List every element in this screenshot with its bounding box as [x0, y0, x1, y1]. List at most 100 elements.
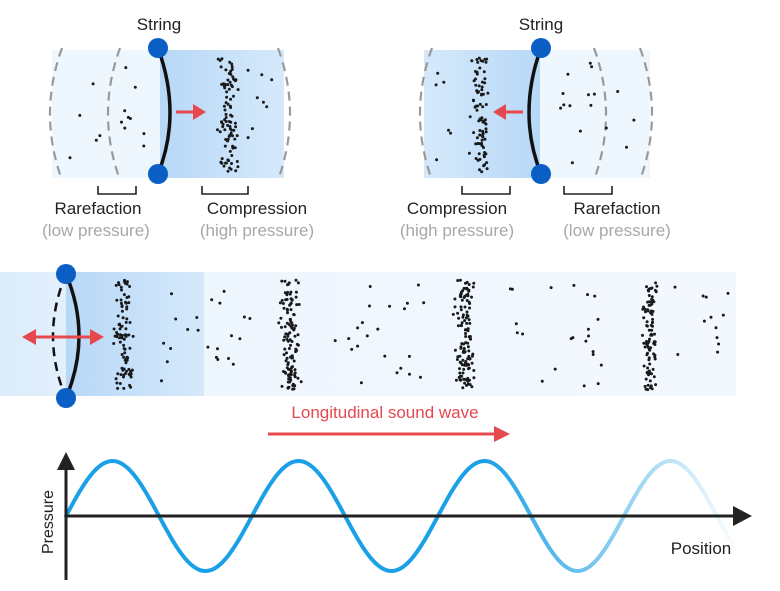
particle-dot	[474, 157, 478, 160]
particle-dot	[225, 90, 229, 94]
particle-dot	[280, 299, 284, 302]
particle-dot	[653, 343, 657, 346]
particle-dot	[476, 142, 480, 145]
particle-dot	[646, 309, 650, 313]
particle-dot	[478, 129, 482, 132]
particle-dot	[416, 283, 420, 287]
particle-dot	[572, 283, 576, 287]
particle-dot	[133, 85, 137, 89]
particle-dot	[289, 290, 293, 294]
particle-dot	[226, 169, 230, 173]
particle-dot	[472, 369, 476, 372]
particle-dot	[283, 279, 287, 283]
particle-dot	[589, 103, 593, 107]
particle-dot	[447, 128, 450, 132]
particle-dot	[591, 350, 595, 354]
particle-dot	[91, 82, 95, 86]
particle-dot	[120, 304, 124, 308]
particle-dot	[125, 317, 129, 321]
particle-dot	[460, 321, 464, 325]
particle-dot	[480, 85, 484, 89]
particle-dot	[470, 354, 474, 358]
particle-dot	[290, 366, 294, 369]
particle-dot	[119, 373, 123, 377]
particle-dot	[125, 369, 128, 373]
particle-dot	[218, 301, 222, 305]
particle-dot	[120, 333, 124, 337]
particle-dot	[294, 324, 298, 328]
particle-dot	[225, 95, 229, 99]
y-axis-arrowhead	[57, 452, 75, 470]
particle-dot	[463, 328, 467, 332]
particle-dot	[459, 374, 462, 378]
wavefront-right-1	[418, 47, 434, 181]
particle-dot	[287, 347, 291, 350]
particle-dot	[283, 347, 287, 351]
wavefront-left-1	[48, 47, 64, 181]
particle-dot	[463, 381, 467, 385]
particle-dot	[480, 141, 483, 145]
particle-dot	[356, 326, 360, 330]
particle-dot	[289, 343, 292, 347]
particle-dot	[480, 116, 484, 120]
particle-dot	[480, 138, 484, 142]
particle-dot	[124, 333, 128, 337]
particle-dot	[196, 328, 200, 332]
particle-dot	[229, 83, 233, 87]
particle-dot	[294, 347, 298, 351]
particle-dot	[483, 118, 487, 122]
particle-dot	[229, 97, 233, 101]
particle-dot	[715, 336, 719, 340]
particle-dot	[129, 385, 133, 389]
particle-dot	[294, 350, 298, 354]
particle-dot	[230, 67, 234, 71]
particle-dot	[255, 96, 259, 100]
particle-dot	[228, 60, 232, 64]
particle-dot	[290, 369, 293, 373]
particle-dot	[347, 337, 351, 341]
string-label: String	[519, 15, 563, 34]
particle-dot	[645, 353, 649, 357]
rarefaction-sub: (low pressure)	[42, 221, 150, 240]
particle-dot	[650, 328, 654, 332]
particle-dot	[228, 149, 232, 153]
particle-dot	[226, 102, 230, 106]
string-line	[156, 47, 172, 175]
tube-compression-right	[424, 50, 540, 178]
particle-dot	[127, 295, 131, 299]
particle-dot	[165, 360, 169, 364]
particle-dot	[120, 120, 123, 124]
particle-dot	[561, 92, 565, 95]
particle-dot	[280, 384, 284, 388]
particle-dot	[112, 327, 116, 331]
particle-dot	[449, 131, 452, 135]
particle-dot	[616, 90, 620, 93]
particle-dot	[289, 297, 293, 301]
particle-dot	[408, 372, 411, 376]
string-node-top	[531, 38, 551, 58]
particle-dot	[286, 332, 290, 336]
particle-dot	[294, 295, 298, 299]
particle-dot	[702, 319, 706, 323]
particle-dot	[466, 379, 470, 383]
particle-dot	[296, 333, 300, 337]
particle-dot	[228, 80, 232, 84]
particle-dot	[481, 132, 485, 136]
particle-dot	[231, 75, 235, 79]
particle-dot	[122, 347, 126, 351]
particle-dot	[645, 370, 649, 374]
particle-dot	[295, 303, 299, 307]
particle-dot	[464, 332, 467, 335]
particle-dot	[233, 121, 237, 125]
particle-dot	[472, 376, 476, 380]
particle-dot	[388, 304, 392, 308]
particle-dot	[283, 291, 287, 295]
particle-dot	[485, 167, 489, 171]
particle-dot	[478, 157, 482, 161]
particle-dot	[436, 71, 440, 75]
particle-dot	[704, 295, 708, 299]
particle-dot	[224, 68, 228, 72]
particle-dot	[282, 353, 286, 357]
particle-dot	[284, 359, 288, 363]
particle-dot	[468, 357, 472, 361]
